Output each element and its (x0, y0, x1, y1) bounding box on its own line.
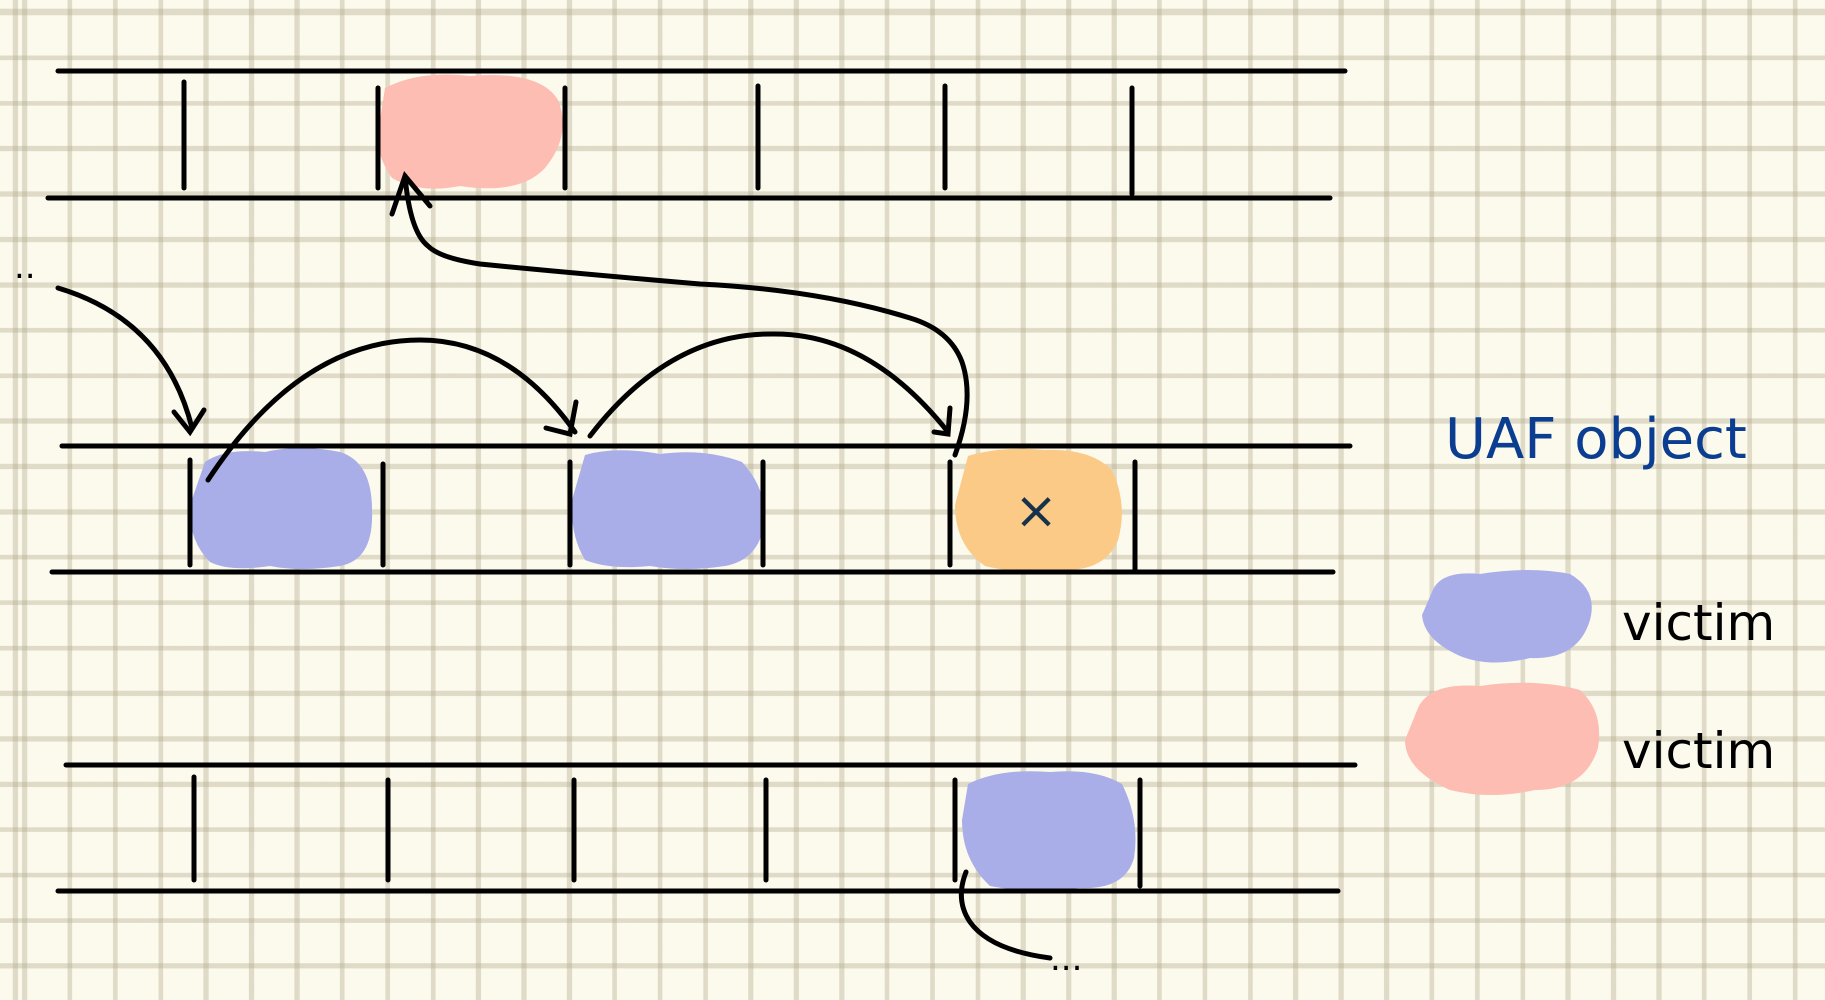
legend-blue-swatch (1422, 570, 1592, 663)
entry-arrowhead (171, 407, 207, 437)
freelist-arrows (55, 170, 1053, 961)
legend-uaf-label: UAF object (1445, 407, 1747, 472)
blue-victim-blob-3 (962, 771, 1136, 891)
link-arrow-1 (205, 337, 578, 483)
legend: UAF object victim victim (1405, 407, 1775, 795)
red-victim-blob (377, 74, 563, 189)
link-arrowhead-2 (931, 405, 953, 437)
legend-blue-label: victim (1622, 594, 1775, 652)
entry-arrow (55, 285, 195, 431)
slab-row-top (45, 68, 1348, 201)
blue-victim-blob-2 (571, 450, 765, 569)
dots-left: .. (14, 247, 36, 287)
uaf-object-blob (955, 448, 1122, 572)
legend-red-label: victim (1622, 722, 1775, 780)
slab-row-bottom (55, 762, 1358, 894)
link-arrow-2 (587, 331, 951, 439)
link-arrowhead-1 (543, 399, 579, 438)
blue-victim-blob-1 (189, 448, 373, 569)
exit-arrow (958, 869, 1053, 961)
legend-red-swatch (1405, 682, 1600, 795)
slab-row-middle: × (49, 443, 1353, 575)
uaf-to-red-arrow (402, 173, 970, 458)
uaf-to-red-arrowhead (389, 170, 433, 217)
dots-bottom: ... (1050, 939, 1082, 979)
uaf-marker: × (1014, 481, 1058, 541)
